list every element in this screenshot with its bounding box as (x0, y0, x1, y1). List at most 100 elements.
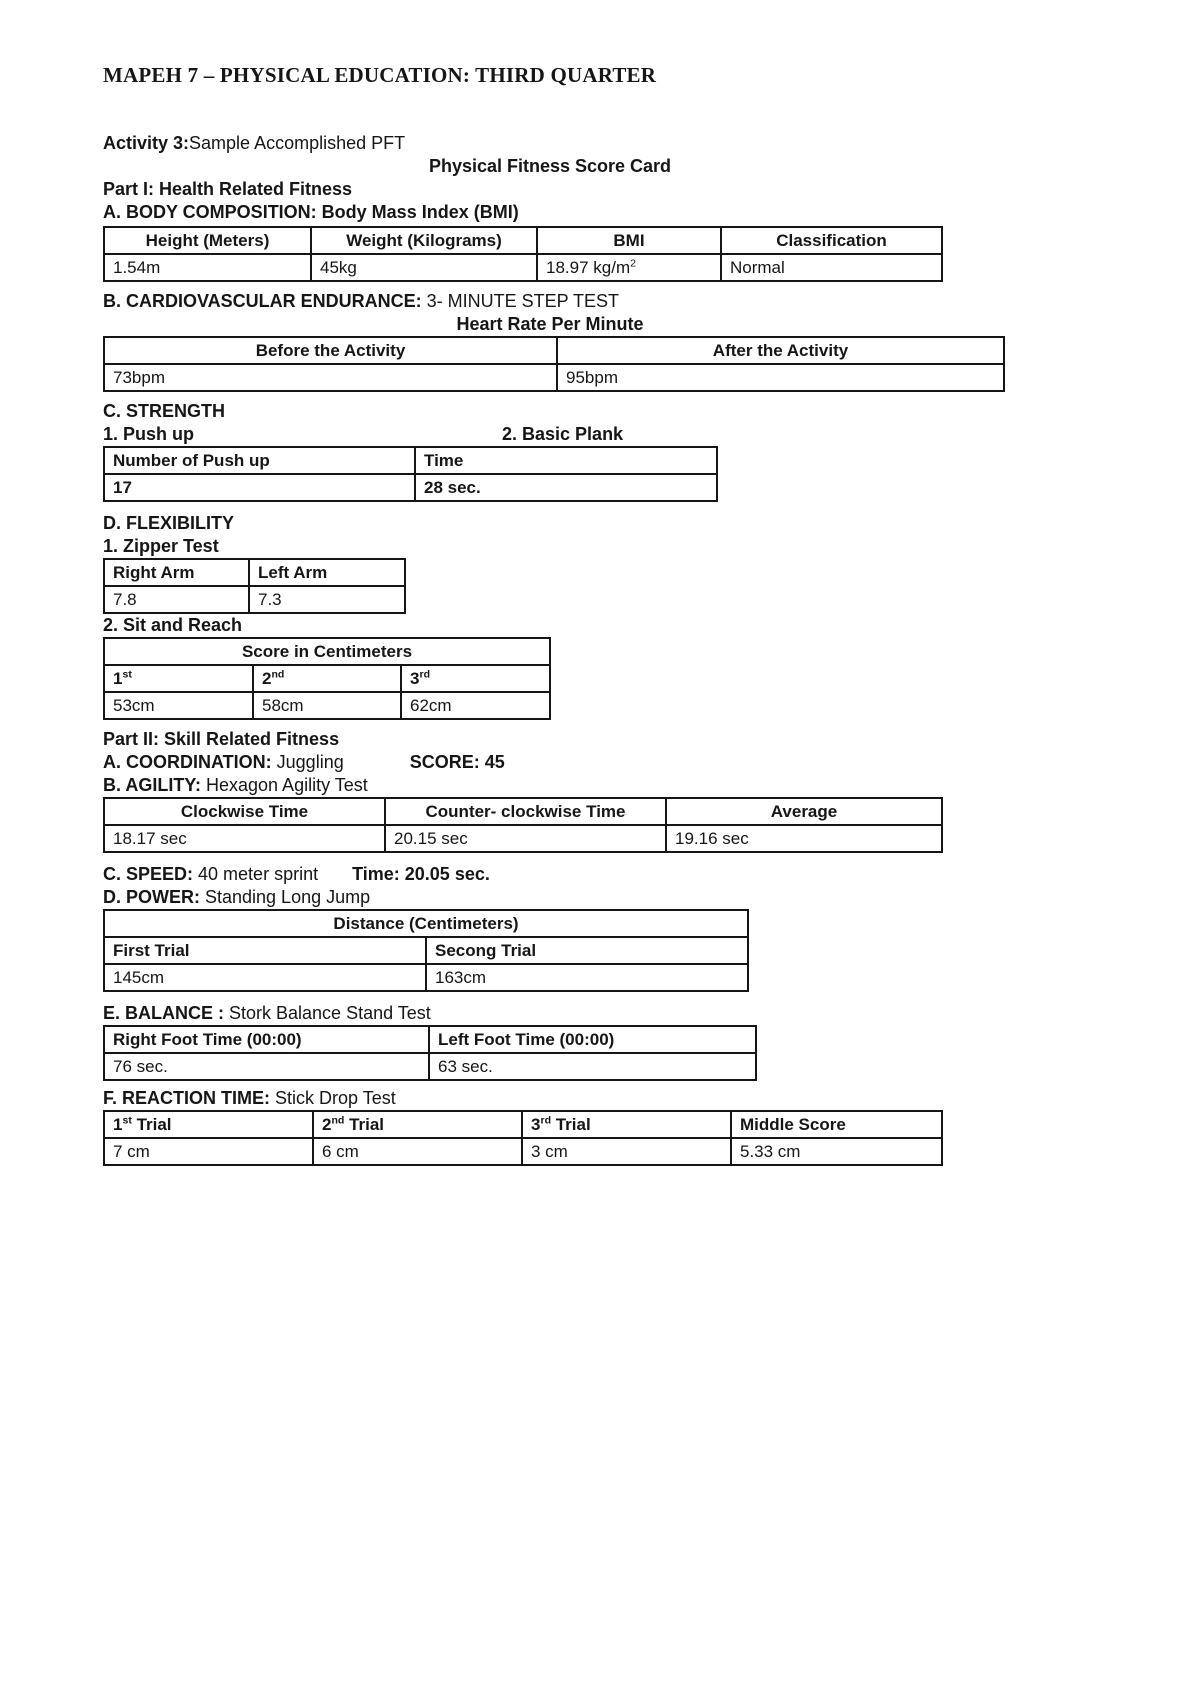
pushup-plank-line: 1. Push up 2. Basic Plank (103, 423, 1200, 446)
sit-reach-span-header-row: Score in Centimeters (103, 637, 551, 666)
bmi-table: Height (Meters) Weight (Kilograms) BMI C… (103, 226, 943, 282)
zipper-header-left-arm: Left Arm (248, 558, 406, 587)
strength-heading: C. STRENGTH (103, 401, 226, 421)
agility-clockwise-value: 18.17 sec (103, 824, 386, 853)
cardio-heading-bold: B. CARDIOVASCULAR ENDURANCE: (103, 291, 422, 311)
reaction-value: Stick Drop Test (270, 1088, 396, 1108)
reaction-value-2: 6 cm (312, 1137, 523, 1166)
bmi-value-row: 1.54m 45kg 18.97 kg/m2 Normal (103, 253, 943, 282)
sit-reach-header-3rd: 3rd (400, 664, 551, 693)
reaction-table: 1st Trial 2nd Trial 3rd Trial Middle Sco… (103, 1110, 943, 1166)
ordinal-suffix: rd (540, 1114, 551, 1127)
cardio-heading: B. CARDIOVASCULAR ENDURANCE: 3- MINUTE S… (103, 290, 1200, 313)
bmi-header-bmi: BMI (536, 226, 722, 255)
power-label: D. POWER: (103, 887, 200, 907)
pushup-header-time: Time (414, 446, 718, 475)
body-composition-heading: A. BODY COMPOSITION: Body Mass Index (BM… (103, 202, 519, 222)
reaction-value-row: 7 cm 6 cm 3 cm 5.33 cm (103, 1137, 943, 1166)
coordination-value: Juggling (271, 752, 344, 772)
power-second-value: 163cm (424, 963, 750, 992)
flexibility-heading: D. FLEXIBILITY (103, 513, 235, 533)
pushup-table: Number of Push up Time 17 28 sec. (103, 446, 718, 502)
reaction-header-1st: 1st Trial (103, 1110, 314, 1139)
card-title: Physical Fitness Score Card (428, 156, 672, 176)
zipper-header-right-arm: Right Arm (103, 558, 250, 587)
speed-value: 40 meter sprint (193, 864, 319, 884)
ordinal-suffix: nd (271, 668, 285, 681)
pushup-header-number: Number of Push up (103, 446, 416, 475)
ordinal-base: 2 (322, 1115, 332, 1134)
agility-label: B. AGILITY: (103, 775, 201, 795)
bmi-header-classification: Classification (720, 226, 943, 255)
reaction-label: F. REACTION TIME: (103, 1088, 270, 1108)
pushup-value-row: 17 28 sec. (103, 473, 718, 502)
cardio-heading-rest: 3- MINUTE STEP TEST (421, 291, 620, 311)
ordinal-base: 1 (113, 1115, 123, 1134)
reaction-header-3rd: 3rd Trial (521, 1110, 732, 1139)
power-value: Standing Long Jump (200, 887, 371, 907)
agility-value: Hexagon Agility Test (201, 775, 368, 795)
agility-line: B. AGILITY: Hexagon Agility Test (103, 774, 1200, 797)
power-table: Distance (Centimeters) First Trial Secon… (102, 909, 750, 992)
bmi-value-classification: Normal (720, 253, 943, 282)
ordinal-base: 2 (262, 669, 272, 688)
balance-header-row: Right Foot Time (00:00) Left Foot Time (… (103, 1025, 757, 1054)
agility-counter-value: 20.15 sec (384, 824, 667, 853)
sit-reach-value-2: 58cm (252, 691, 402, 720)
sit-reach-label: 2. Sit and Reach (103, 615, 243, 635)
bmi-value-bmi: 18.97 kg/m2 (536, 253, 722, 282)
agility-header-average: Average (665, 797, 943, 826)
ordinal-base: 1 (113, 669, 123, 688)
bmi-header-row: Height (Meters) Weight (Kilograms) BMI C… (103, 226, 943, 255)
heart-rate-after-value: 95bpm (556, 363, 1005, 392)
reaction-header-2nd: 2nd Trial (312, 1110, 523, 1139)
ordinal-suffix: st (122, 668, 132, 681)
balance-header-right-foot: Right Foot Time (00:00) (103, 1025, 430, 1054)
ordinal-base: 3 (410, 669, 420, 688)
zipper-value-row: 7.8 7.3 (103, 585, 406, 614)
ordinal-suffix: nd (331, 1114, 345, 1127)
reaction-header-row: 1st Trial 2nd Trial 3rd Trial Middle Sco… (103, 1110, 943, 1139)
power-first-value: 145cm (103, 963, 427, 992)
bmi-superscript: 2 (630, 257, 636, 270)
zipper-label: 1. Zipper Test (103, 536, 219, 556)
sit-reach-span-header: Score in Centimeters (103, 637, 551, 666)
balance-value: Stork Balance Stand Test (224, 1003, 431, 1023)
bmi-header-weight: Weight (Kilograms) (310, 226, 538, 255)
balance-right-foot-value: 76 sec. (103, 1052, 430, 1081)
heart-rate-header-row: Before the Activity After the Activity (103, 336, 1005, 365)
power-header-row: First Trial Secong Trial (103, 936, 750, 965)
agility-header-counter: Counter- clockwise Time (384, 797, 667, 826)
zipper-left-arm-value: 7.3 (248, 585, 406, 614)
power-span-header-row: Distance (Centimeters) (102, 909, 750, 938)
plank-time-value: 28 sec. (414, 473, 718, 502)
ordinal-suffix: st (122, 1114, 132, 1127)
reaction-line: F. REACTION TIME: Stick Drop Test (103, 1087, 1200, 1110)
agility-value-row: 18.17 sec 20.15 sec 19.16 sec (103, 824, 943, 853)
pushup-count-value: 17 (103, 473, 416, 502)
activity-line: Activity 3:Sample Accomplished PFT (103, 132, 1200, 155)
power-line: D. POWER: Standing Long Jump (103, 886, 1200, 909)
agility-header-clockwise: Clockwise Time (103, 797, 386, 826)
activity-label: Activity 3: (103, 133, 190, 153)
zipper-header-row: Right Arm Left Arm (103, 558, 406, 587)
ordinal-base: Middle Score (740, 1115, 846, 1134)
reaction-header-middle: Middle Score (730, 1110, 943, 1139)
ordinal-suffix: rd (419, 668, 430, 681)
heart-rate-table: Before the Activity After the Activity 7… (103, 336, 1005, 392)
plank-label: 2. Basic Plank (502, 424, 624, 444)
heart-rate-before-value: 73bpm (103, 363, 558, 392)
reaction-value-1: 7 cm (103, 1137, 314, 1166)
balance-table: Right Foot Time (00:00) Left Foot Time (… (103, 1025, 757, 1081)
balance-header-left-foot: Left Foot Time (00:00) (428, 1025, 757, 1054)
balance-line: E. BALANCE : Stork Balance Stand Test (103, 1002, 1200, 1025)
ordinal-rest: Trial (551, 1115, 591, 1134)
heart-rate-header-before: Before the Activity (103, 336, 558, 365)
speed-label: C. SPEED: (103, 864, 194, 884)
sit-reach-trial-header-row: 1st 2nd 3rd (103, 664, 551, 693)
heart-rate-header-after: After the Activity (556, 336, 1005, 365)
power-header-second: Secong Trial (424, 936, 750, 965)
